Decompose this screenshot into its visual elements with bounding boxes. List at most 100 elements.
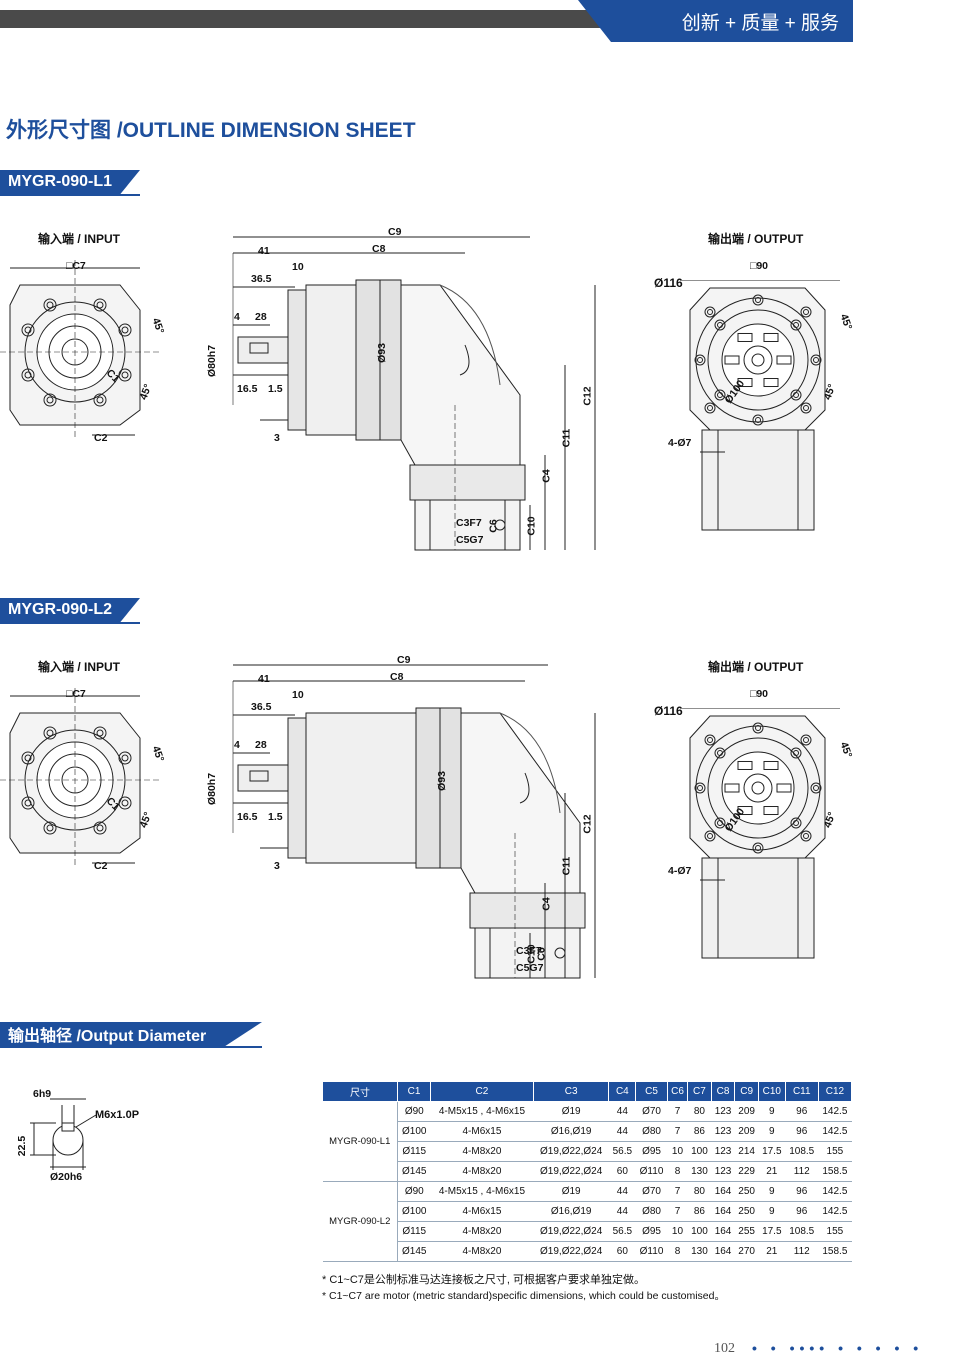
table-cell: 44 xyxy=(608,1101,636,1122)
model-tag-underline xyxy=(0,194,140,196)
dim-10: 10 xyxy=(292,261,304,273)
table-cell: 250 xyxy=(734,1201,759,1222)
input-square-dim: □C7 xyxy=(66,260,86,272)
table-cell: Ø115 xyxy=(397,1221,431,1242)
table-cell: Ø70 xyxy=(635,1101,668,1122)
table-cell: Ø16,Ø19 xyxy=(533,1121,609,1142)
dim-41: 41 xyxy=(258,673,270,685)
dim-c5: C5G7 xyxy=(456,534,484,546)
table-cell: Ø19,Ø22,Ø24 xyxy=(533,1141,609,1162)
table-cell: 142.5 xyxy=(818,1201,852,1222)
table-cell: 164 xyxy=(711,1221,735,1242)
table-cell: 229 xyxy=(734,1161,759,1182)
table-cell: Ø110 xyxy=(635,1161,668,1182)
table-cell: 4-M6x15 xyxy=(430,1121,534,1142)
table-cell: 142.5 xyxy=(818,1181,852,1202)
col-header: C9 xyxy=(734,1081,759,1102)
output-dia116-dim: Ø116 xyxy=(654,276,683,290)
table-cell: Ø145 xyxy=(397,1161,431,1182)
output-square-dim: □90 xyxy=(750,260,769,272)
table-cell: 17.5 xyxy=(758,1221,786,1242)
table-cell: 44 xyxy=(608,1121,636,1142)
col-header: C8 xyxy=(710,1081,736,1102)
table-cell: 130 xyxy=(687,1241,712,1262)
output-label: 输出端 / OUTPUT xyxy=(708,660,804,674)
col-header: C1 xyxy=(396,1081,432,1102)
table-cell: 123 xyxy=(711,1141,735,1162)
table-cell: 158.5 xyxy=(818,1161,852,1182)
table-cell: 209 xyxy=(734,1121,759,1142)
dim-4: 4 xyxy=(234,311,240,323)
dim-dia80: Ø80h7 xyxy=(206,772,219,806)
table-cell: 123 xyxy=(711,1101,735,1122)
note-cn: * C1~C7是公制标准马达连接板之尺寸, 可根据客户要求单独定做。 xyxy=(322,1274,645,1286)
table-cell: 56.5 xyxy=(608,1141,636,1162)
table-cell: 96 xyxy=(785,1121,819,1142)
page-dots: • • •••• • • • • • xyxy=(752,1340,924,1356)
side-view-drawing xyxy=(232,236,596,551)
col-header: C11 xyxy=(784,1081,819,1102)
table-cell: 4-M8x20 xyxy=(430,1161,534,1182)
dim-3: 3 xyxy=(274,432,280,444)
dim-c12: C12 xyxy=(581,386,594,406)
dim-41: 41 xyxy=(258,245,270,257)
col-header: C5 xyxy=(635,1081,668,1102)
dim-dia93: Ø93 xyxy=(375,343,388,363)
dim-16-5: 16.5 xyxy=(237,811,258,823)
table-cell: 60 xyxy=(608,1241,636,1262)
output-holes-dim: 4-Ø7 xyxy=(668,865,692,877)
output-diameter-title: 输出轴径 /Output Diameter xyxy=(0,1022,262,1046)
table-cell: 4-M5x15 , 4-M6x15 xyxy=(430,1181,534,1202)
table-cell: 44 xyxy=(608,1181,636,1202)
output-holes-dim: 4-Ø7 xyxy=(668,437,692,449)
dim-10: 10 xyxy=(292,689,304,701)
col-header: C7 xyxy=(687,1081,712,1102)
table-cell: 155 xyxy=(818,1141,852,1162)
dim-28: 28 xyxy=(255,311,267,323)
table-cell: Ø19,Ø22,Ø24 xyxy=(533,1161,609,1182)
table-cell: 209 xyxy=(734,1101,759,1122)
table-cell: 56.5 xyxy=(608,1221,636,1242)
table-cell: Ø80 xyxy=(635,1121,668,1142)
table-cell: Ø90 xyxy=(397,1101,431,1122)
input-square-dim: □C7 xyxy=(66,688,86,700)
table-cell: 108.5 xyxy=(785,1221,819,1242)
shaft-height-label: 22.5 xyxy=(16,1135,29,1157)
table-cell: 96 xyxy=(785,1101,819,1122)
table-cell: 4-M5x15 , 4-M6x15 xyxy=(430,1101,534,1122)
table-cell: 7 xyxy=(667,1181,688,1202)
input-label: 输入端 / INPUT xyxy=(38,660,121,674)
dim-c9: C9 xyxy=(397,654,411,666)
col-header: C12 xyxy=(817,1081,853,1102)
table-cell: 108.5 xyxy=(785,1141,819,1162)
table-cell: 96 xyxy=(785,1201,819,1222)
table-cell: 158.5 xyxy=(818,1241,852,1262)
dim-dia93: Ø93 xyxy=(435,771,448,791)
table-cell: 86 xyxy=(687,1121,712,1142)
table-cell: 112 xyxy=(785,1241,819,1262)
table-cell: 7 xyxy=(667,1201,688,1222)
input-flange-drawing xyxy=(0,260,160,440)
header-tagline: 创新 + 质量 + 服务 xyxy=(578,0,853,42)
table-cell: Ø19,Ø22,Ø24 xyxy=(533,1241,609,1262)
table-cell: 142.5 xyxy=(818,1121,852,1142)
dim-4: 4 xyxy=(234,739,240,751)
table-cell: Ø110 xyxy=(635,1241,668,1262)
table-cell: Ø95 xyxy=(635,1221,668,1242)
dim-c5: C5G7 xyxy=(516,962,544,974)
input-c2-dim: C2 xyxy=(94,432,108,444)
table-cell: 142.5 xyxy=(818,1101,852,1122)
table-cell: 80 xyxy=(687,1101,712,1122)
output-dia116-dim: Ø116 xyxy=(654,704,683,718)
table-cell: 7 xyxy=(667,1101,688,1122)
table-cell: Ø100 xyxy=(397,1201,431,1222)
dim-36-5: 36.5 xyxy=(251,701,272,713)
dim-c11: C11 xyxy=(560,856,573,876)
